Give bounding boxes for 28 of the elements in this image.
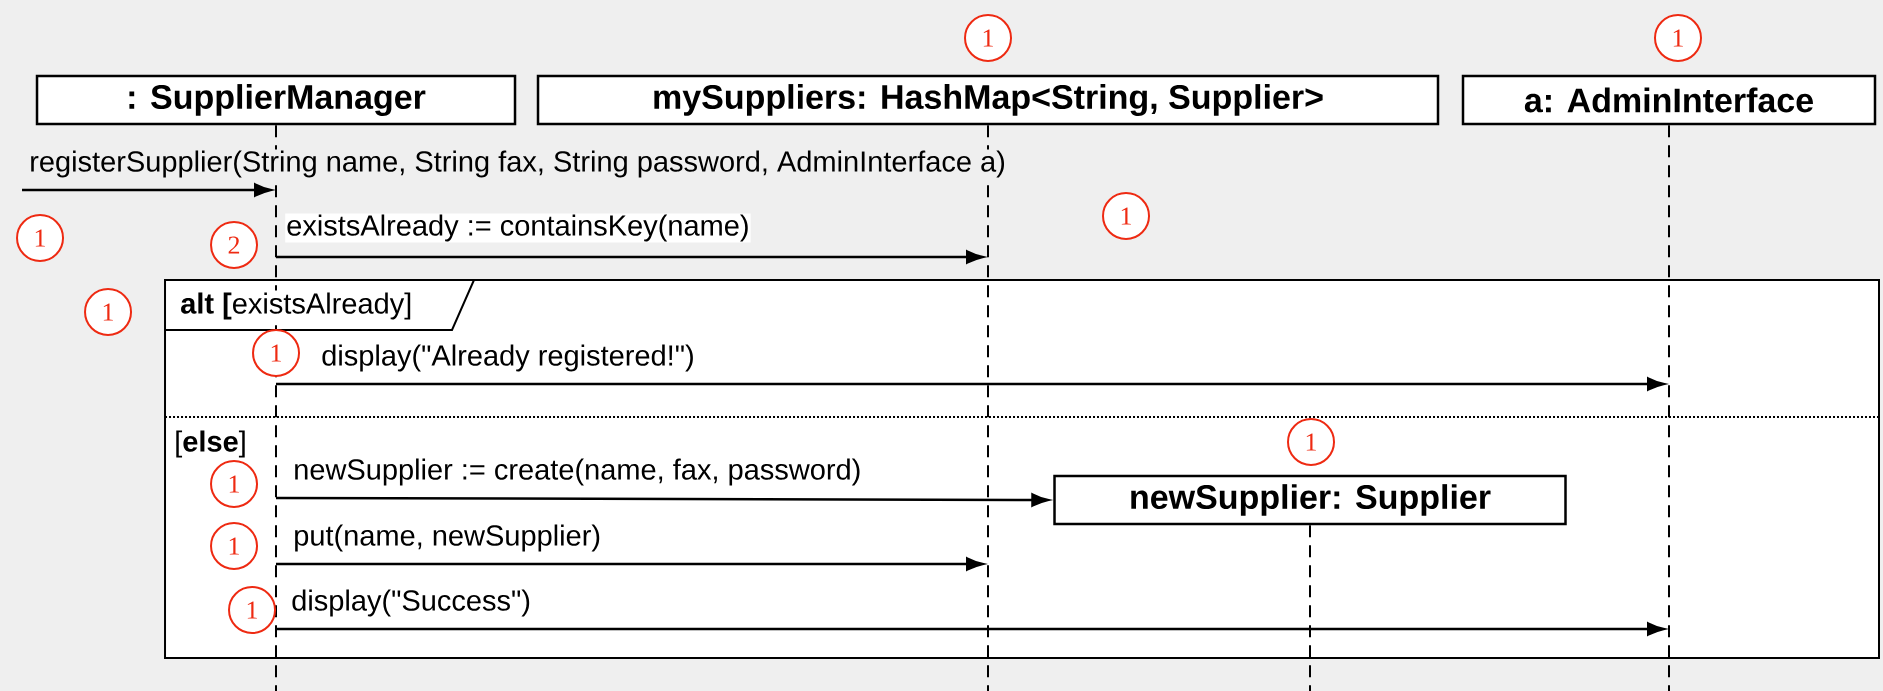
lifeline [1668, 124, 1670, 691]
lifeline-head: newSupplier: Supplier [1053, 474, 1567, 526]
callout-number: 2 [210, 221, 258, 269]
callout-number: 1 [210, 522, 258, 570]
edge-label: existsAlready := containsKey(name) [285, 213, 751, 243]
edge-label: newSupplier := create(name, fax, password) [292, 457, 863, 487]
callout-number: 1 [1287, 418, 1335, 466]
edge-label: put(name, newSupplier) [292, 523, 603, 553]
fragment-label: alt [existsAlready] [178, 290, 415, 322]
fragment-label: [else] [172, 428, 249, 460]
edge-label: registerSupplier(String name, String fax, String password, AdminInterface a) [28, 149, 1007, 179]
callout-number: 1 [1102, 192, 1150, 240]
edge-label: display("Already registered!") [320, 343, 696, 373]
edge-label: display("Success") [290, 588, 532, 618]
lifeline [1309, 524, 1311, 691]
lifeline-head: : SupplierManager [35, 74, 517, 126]
lifeline [987, 124, 989, 691]
callout-number: 1 [16, 214, 65, 262]
callout-number: 1 [964, 14, 1012, 62]
callout-number: 1 [1654, 14, 1702, 62]
message-arrow [22, 183, 272, 197]
callout-number: 1 [252, 329, 300, 377]
message-arrow [276, 622, 1665, 636]
callout-number: 1 [84, 288, 132, 336]
callout-number: 1 [228, 586, 276, 634]
lifeline-head: mySuppliers: HashMap<String, Supplier> [536, 74, 1440, 126]
lifeline-head: a: AdminInterface [1461, 74, 1877, 126]
callout-number: 1 [210, 460, 258, 508]
